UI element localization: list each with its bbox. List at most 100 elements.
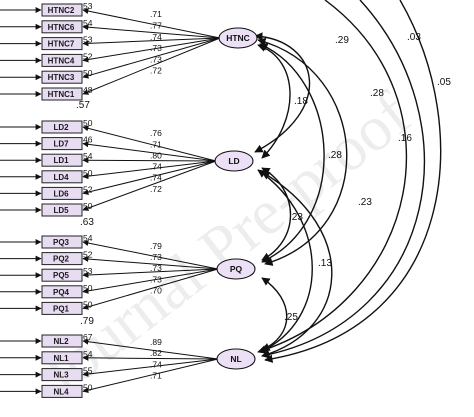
indicator-box — [41, 186, 83, 200]
corr-label: .29 — [335, 35, 349, 46]
loading-arrow — [82, 268, 219, 310]
indicator-label: LD2 — [53, 123, 69, 132]
indicator-r2: 50 — [83, 283, 93, 293]
latent-nl — [216, 348, 256, 370]
indicator-box — [41, 252, 83, 266]
indicator-label: LD4 — [53, 173, 69, 182]
loading-label: .79 — [150, 241, 162, 251]
indicator-r2: 50 — [83, 118, 93, 128]
indicator-label: HTNC4 — [48, 56, 75, 65]
corr-label: .28 — [328, 150, 342, 161]
loading-arrow — [82, 37, 221, 79]
corr-label: .16 — [398, 133, 412, 144]
curve-ld-nl-a — [257, 169, 313, 353]
loading-label: .89 — [150, 337, 162, 347]
indicator-box — [41, 120, 83, 134]
indicator-r2: 53 — [83, 1, 93, 11]
curve-ld-nl-b — [261, 171, 333, 358]
indicator-box — [41, 53, 83, 67]
curve-pq-nl — [261, 277, 288, 351]
loading-label: .73 — [150, 43, 162, 53]
loading-arrow — [82, 160, 217, 211]
indicator-box — [41, 3, 83, 17]
indicator-label: PQ5 — [53, 271, 70, 280]
latent-label: NL — [230, 354, 241, 364]
curve-htnc-nl-b — [261, 0, 425, 359]
loading-arrow — [82, 338, 219, 360]
loading-label: .73 — [150, 263, 162, 273]
indicator-label: HTNC3 — [48, 73, 75, 82]
corr-label: .03 — [407, 32, 421, 43]
loading-arrow — [82, 157, 217, 164]
factor-variance: .79 — [80, 316, 94, 327]
indicator-box — [41, 301, 83, 315]
indicator-box — [41, 70, 83, 84]
indicator-r2: 54 — [83, 349, 93, 359]
factor-variance: .63 — [80, 217, 94, 228]
loading-label: .73 — [150, 54, 162, 64]
latent-ld — [214, 150, 254, 172]
indicator-label: LD6 — [53, 189, 69, 198]
correlation-labels: .29 .18 .03 .28 .28 .05 .16 .23 .23 .13 … — [284, 32, 451, 323]
factor-variance: .57 — [76, 100, 90, 111]
indicator-label: PQ1 — [53, 304, 70, 313]
corr-label: .23 — [358, 197, 372, 208]
indicator-box — [41, 285, 83, 299]
loading-label: .71 — [150, 371, 162, 381]
loading-label: .72 — [150, 66, 162, 76]
indicator-label: NL1 — [53, 354, 69, 363]
indicator-label: HTNC7 — [48, 40, 75, 49]
indicator-label: LD7 — [53, 140, 69, 149]
loading-arrow — [82, 240, 219, 270]
latent-htnc — [218, 27, 258, 49]
indicator-r2: 50 — [83, 68, 93, 78]
loading-label: .70 — [150, 285, 162, 295]
loading-label: .73 — [150, 252, 162, 262]
loading-label: .74 — [150, 32, 162, 42]
loading-label: .82 — [150, 348, 162, 358]
loading-arrow — [82, 160, 217, 180]
loading-arrow — [82, 358, 219, 377]
indicator-box — [41, 153, 83, 167]
corr-label: .05 — [437, 77, 451, 88]
indicator-r2: 46 — [83, 135, 93, 145]
loading-arrow — [82, 37, 221, 63]
indicator-r2: 48 — [83, 85, 93, 95]
indicator-r2: 50 — [83, 168, 93, 178]
loading-label: .77 — [150, 20, 162, 30]
indicator-label: HTNC6 — [48, 23, 75, 32]
indicator-r2: 50 — [83, 299, 93, 309]
loading-arrow — [82, 358, 219, 394]
latent-label: LD — [228, 156, 239, 166]
indicator-label: LD5 — [53, 206, 69, 215]
curve-htnc-pq-a — [259, 43, 325, 263]
indicator-box — [41, 334, 83, 348]
loading-arrow — [82, 8, 221, 39]
loading-arrow — [82, 268, 219, 278]
loading-arrow — [82, 37, 221, 95]
indicator-r2: 53 — [83, 35, 93, 45]
corr-label: .28 — [370, 88, 384, 99]
corr-label: .18 — [294, 96, 308, 107]
loading-label: .80 — [150, 150, 162, 160]
loading-label: .71 — [150, 139, 162, 149]
indicator-r2: 52 — [83, 51, 93, 61]
loading-label: .74 — [150, 359, 162, 369]
indicator-box — [41, 87, 83, 101]
indicator-label: NL3 — [53, 371, 69, 380]
indicator-label: HTNC1 — [48, 90, 75, 99]
indicator-box — [41, 203, 83, 217]
indicator-r2: 50 — [83, 201, 93, 211]
loading-label: .72 — [150, 184, 162, 194]
corr-label: .25 — [284, 312, 298, 323]
corr-label: .23 — [289, 212, 303, 223]
indicator-label: PQ2 — [53, 255, 70, 264]
indicator-r2: 67 — [83, 332, 93, 342]
indicator-label: PQ3 — [53, 238, 70, 247]
